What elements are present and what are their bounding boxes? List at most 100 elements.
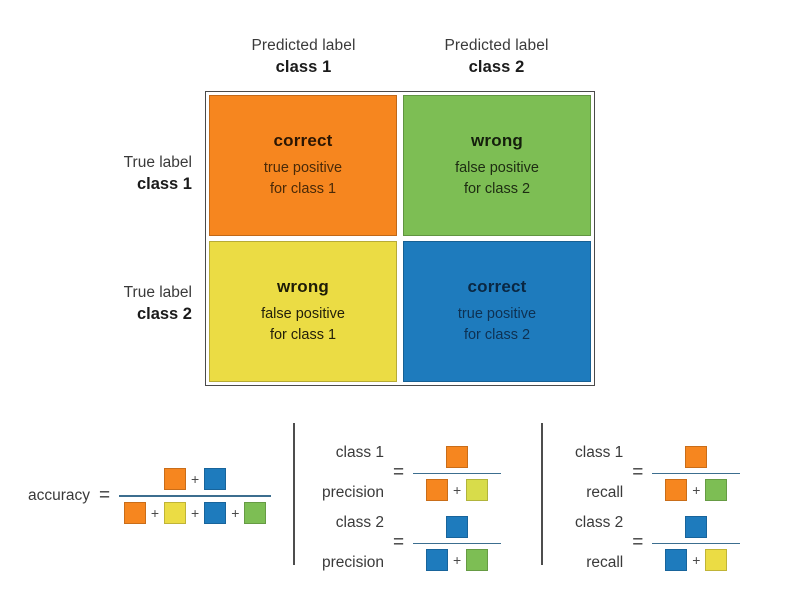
cell-verdict: wrong	[471, 131, 523, 151]
class2-recall-label: class 2 recall	[575, 493, 623, 594]
swatch-true-positive-class2	[204, 468, 227, 490]
accuracy-denominator: + + +	[123, 497, 267, 529]
cell-verdict: correct	[273, 131, 333, 151]
predicted-label-class2-header: Predicted label class 2	[400, 36, 593, 78]
formula-class2-recall: class 2 recall = +	[575, 493, 741, 594]
class1-precision-numerator	[446, 441, 469, 473]
formula-divider-left	[293, 423, 295, 565]
swatch-true-positive-class2	[665, 549, 688, 572]
class2-recall-label-line1: class 2	[575, 514, 624, 532]
class1-precision-denominator: +	[426, 474, 489, 506]
accuracy-fraction-bar	[119, 495, 272, 497]
class2-precision-label: class 2 precision	[322, 493, 384, 594]
class2-recall-equals-sign: =	[632, 532, 644, 554]
cell-verdict: wrong	[277, 277, 329, 297]
class1-precision-equals-sign: =	[393, 462, 405, 484]
formula-divider-right	[541, 423, 543, 565]
class1-recall-fraction: +	[652, 441, 741, 507]
formula-region: accuracy = + + + + class 1 precision	[0, 415, 800, 590]
plus-sign: +	[191, 471, 200, 487]
class2-recall-label-line2: recall	[586, 554, 624, 572]
cell-verdict: correct	[467, 277, 527, 297]
plus-sign: +	[231, 504, 240, 521]
predicted-label-text-1: Predicted label	[251, 37, 356, 54]
class1-precision-fraction-bar	[413, 472, 502, 475]
plus-sign: +	[692, 482, 701, 499]
cell-detail-line2: for class 2	[463, 327, 531, 343]
swatch-false-positive-class1	[164, 501, 187, 524]
class1-recall-numerator	[685, 441, 708, 473]
swatch-true-positive-class1	[426, 479, 449, 502]
class1-recall-label-line2: recall	[586, 484, 624, 502]
true-label-text-2: True label	[123, 284, 192, 301]
plus-sign: +	[453, 482, 462, 499]
class2-precision-label-line1: class 2	[335, 514, 385, 532]
plus-sign: +	[453, 552, 462, 569]
true-class-name-2: class 2	[136, 304, 192, 323]
plus-sign: +	[150, 504, 160, 521]
plus-sign: +	[191, 504, 200, 521]
true-label-text-1: True label	[123, 154, 192, 171]
class1-precision-fraction: +	[413, 441, 502, 507]
swatch-false-positive-class1	[705, 549, 728, 572]
swatch-true-positive-class1	[164, 468, 187, 490]
cell-detail-line1: true positive	[457, 306, 537, 323]
class1-precision-label-line2: precision	[322, 484, 385, 502]
swatch-true-positive-class1	[123, 501, 146, 524]
class2-precision-fraction: +	[413, 511, 502, 577]
swatch-true-positive-class2	[446, 515, 469, 538]
true-label-class2-header: True label class 2	[60, 283, 192, 325]
true-class-name-1: class 1	[136, 174, 192, 193]
class1-recall-equals-sign: =	[632, 462, 644, 484]
accuracy-equals-sign: =	[99, 484, 111, 506]
formula-class2-precision: class 2 precision = +	[322, 493, 502, 594]
swatch-true-positive-class2	[685, 515, 708, 538]
formula-class1-precision: class 1 precision = +	[322, 423, 502, 524]
swatch-true-positive-class2	[204, 501, 227, 524]
class2-recall-numerator	[685, 511, 708, 543]
swatch-true-positive-class2	[426, 549, 449, 572]
cell-detail-line1: false positive	[455, 160, 539, 177]
predicted-class-name-1: class 1	[275, 57, 332, 76]
class2-precision-equals-sign: =	[393, 532, 405, 554]
cell-detail-line1: true positive	[263, 160, 343, 177]
swatch-false-positive-class2	[466, 549, 489, 572]
class2-precision-label-line2: precision	[322, 554, 385, 572]
class2-recall-fraction: +	[652, 511, 741, 577]
class1-precision-label-line1: class 1	[335, 444, 385, 462]
plus-sign: +	[692, 552, 701, 569]
cell-detail-line2: for class 2	[463, 181, 531, 197]
predicted-label-class1-header: Predicted label class 1	[207, 36, 400, 78]
swatch-true-positive-class1	[446, 445, 469, 468]
swatch-true-positive-class1	[685, 445, 708, 468]
cell-detail-line1: false positive	[261, 306, 345, 323]
class1-recall-denominator: +	[665, 474, 728, 506]
swatch-false-positive-class1	[466, 479, 489, 502]
formula-accuracy: accuracy = + + + +	[28, 463, 272, 529]
matrix-cell-false-positive-class2: wrong false positive for class 2	[403, 95, 591, 236]
confusion-matrix: correct true positive for class 1 wrong …	[205, 91, 595, 386]
predicted-label-text-2: Predicted label	[444, 37, 549, 54]
class2-precision-numerator	[446, 511, 469, 543]
class2-recall-fraction-bar	[652, 542, 741, 545]
matrix-cell-true-positive-class1: correct true positive for class 1	[209, 95, 397, 236]
matrix-cell-false-positive-class1: wrong false positive for class 1	[209, 241, 397, 382]
matrix-cell-true-positive-class2: correct true positive for class 2	[403, 241, 591, 382]
true-label-class1-header: True label class 1	[60, 153, 192, 195]
cell-detail-line2: for class 1	[269, 181, 337, 197]
accuracy-fraction: + + + +	[119, 463, 272, 529]
class1-recall-label: class 1 recall	[575, 423, 623, 524]
predicted-class-name-2: class 2	[468, 57, 525, 76]
class2-precision-fraction-bar	[413, 542, 502, 545]
class2-precision-denominator: +	[426, 544, 489, 576]
predicted-label-headers: Predicted label class 1 Predicted label …	[207, 36, 593, 78]
class1-recall-label-line1: class 1	[575, 444, 624, 462]
class1-precision-label: class 1 precision	[322, 423, 384, 524]
swatch-false-positive-class2	[244, 501, 267, 524]
class2-recall-denominator: +	[665, 544, 728, 576]
accuracy-label: accuracy	[28, 486, 91, 504]
formula-class1-recall: class 1 recall = +	[575, 423, 741, 524]
class1-recall-fraction-bar	[652, 472, 741, 475]
swatch-true-positive-class1	[665, 479, 688, 502]
cell-detail-line2: for class 1	[269, 327, 337, 343]
